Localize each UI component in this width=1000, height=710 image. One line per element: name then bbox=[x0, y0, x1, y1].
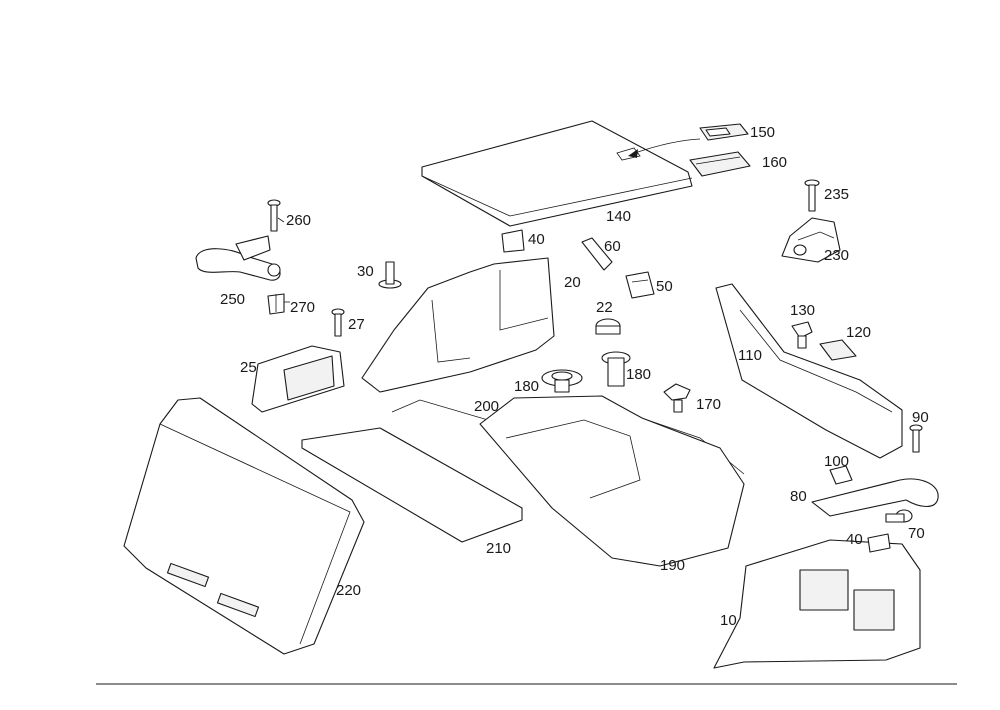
label-250: 250 bbox=[220, 291, 245, 308]
part-130-clip bbox=[791, 321, 813, 349]
label-270: 270 bbox=[290, 299, 315, 316]
part-220-seat-back bbox=[123, 397, 365, 655]
label-40-upper: 40 bbox=[528, 231, 545, 248]
label-140: 140 bbox=[606, 208, 631, 225]
label-70: 70 bbox=[908, 525, 925, 542]
label-50: 50 bbox=[656, 278, 673, 295]
label-160: 160 bbox=[762, 154, 787, 171]
label-100: 100 bbox=[824, 453, 849, 470]
part-50-bracket bbox=[625, 271, 655, 299]
part-270-clip bbox=[267, 293, 285, 315]
part-110-right-trim bbox=[715, 283, 903, 459]
part-140-floor-panel bbox=[421, 120, 693, 227]
part-60-strip bbox=[581, 237, 613, 271]
label-60: 60 bbox=[604, 238, 621, 255]
part-180-grommet-right bbox=[601, 351, 631, 387]
label-130: 130 bbox=[790, 302, 815, 319]
label-20: 20 bbox=[564, 274, 581, 291]
label-25: 25 bbox=[240, 359, 257, 376]
part-100-pad bbox=[829, 465, 853, 485]
part-250-handle bbox=[195, 235, 281, 281]
part-40-bracket-lower bbox=[867, 533, 891, 553]
part-120-latch bbox=[819, 339, 857, 361]
part-10-side-trim-right bbox=[713, 539, 921, 669]
arrow-150-to-140 bbox=[628, 138, 701, 158]
part-150-cover bbox=[699, 123, 749, 141]
label-220: 220 bbox=[336, 582, 361, 599]
part-170-clip bbox=[663, 383, 691, 413]
label-30: 30 bbox=[357, 263, 374, 280]
label-90: 90 bbox=[912, 409, 929, 426]
part-30-plug bbox=[378, 261, 402, 289]
part-25-cover bbox=[251, 345, 345, 413]
part-190-spare-tub bbox=[479, 395, 745, 567]
label-10: 10 bbox=[720, 612, 737, 629]
leader-lines bbox=[277, 131, 749, 303]
part-40-bracket-upper bbox=[501, 229, 525, 253]
label-110: 110 bbox=[738, 347, 762, 364]
label-22: 22 bbox=[596, 299, 613, 316]
label-40-lower: 40 bbox=[846, 531, 863, 548]
part-22-plug bbox=[595, 318, 621, 335]
label-27: 27 bbox=[348, 316, 365, 333]
part-80-strip bbox=[811, 478, 939, 517]
part-20-side-trim-left bbox=[361, 257, 555, 393]
label-210: 210 bbox=[486, 540, 511, 557]
label-190: 190 bbox=[660, 557, 685, 574]
part-260-screw bbox=[267, 199, 281, 232]
part-90-bolt bbox=[909, 424, 923, 453]
label-230: 230 bbox=[824, 247, 849, 264]
label-200: 200 bbox=[474, 398, 499, 415]
part-70-screw bbox=[885, 509, 913, 523]
part-27-screw bbox=[331, 308, 345, 337]
part-180-grommet-left bbox=[541, 369, 583, 393]
label-150: 150 bbox=[750, 124, 775, 141]
part-160-tray bbox=[689, 151, 751, 177]
part-210-floor-board bbox=[301, 427, 523, 543]
label-180-left: 180 bbox=[514, 378, 539, 395]
label-235: 235 bbox=[824, 186, 849, 203]
label-120: 120 bbox=[846, 324, 871, 341]
label-260: 260 bbox=[286, 212, 311, 229]
part-labels: 150 160 140 235 230 260 40 60 30 20 50 2… bbox=[220, 124, 929, 629]
label-80: 80 bbox=[790, 488, 807, 505]
label-180-right: 180 bbox=[626, 366, 651, 383]
label-170: 170 bbox=[696, 396, 721, 413]
part-235-screw bbox=[804, 179, 820, 212]
part-230-bracket bbox=[781, 217, 841, 263]
